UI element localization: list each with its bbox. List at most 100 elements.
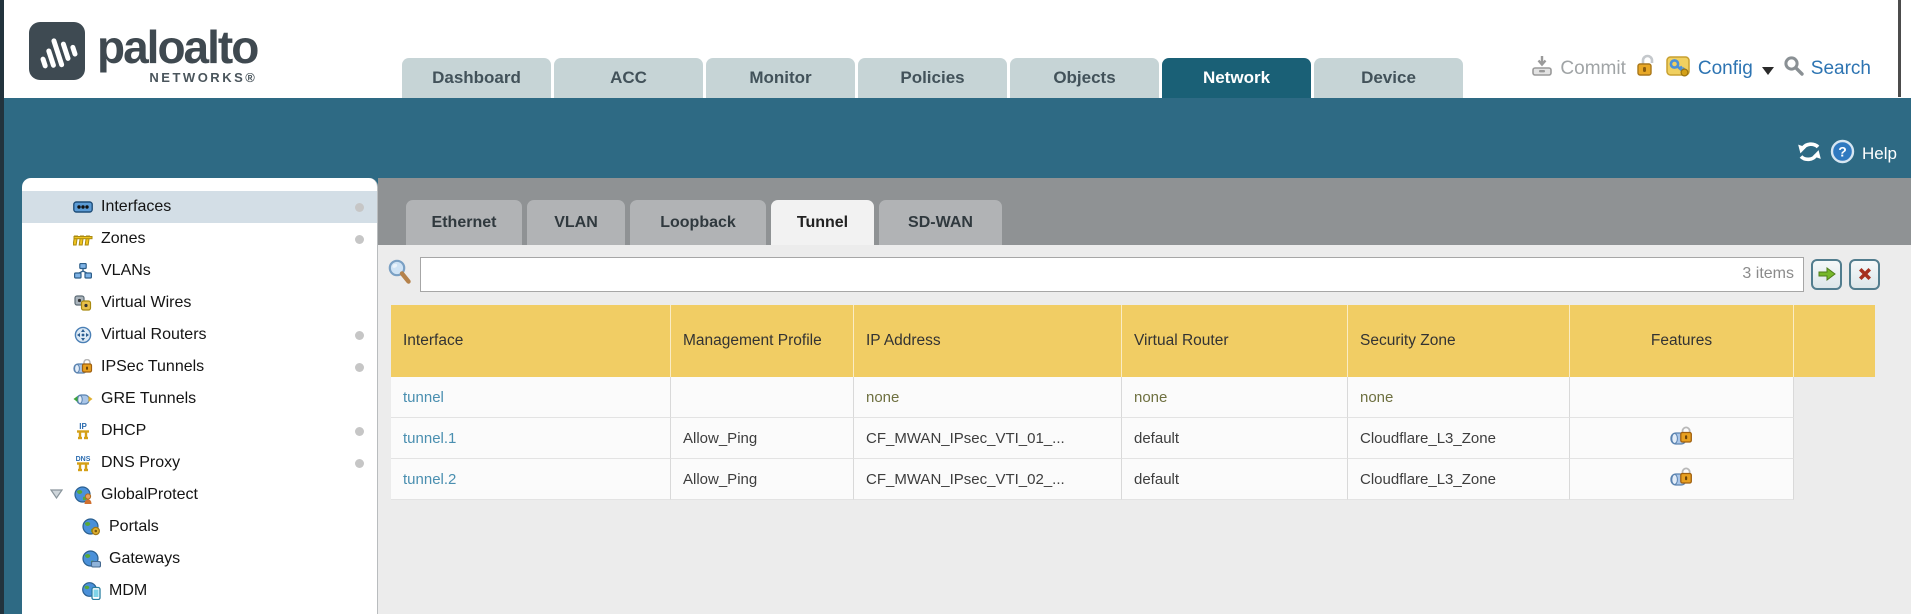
status-dot [355,362,364,372]
config-icon [1666,54,1692,84]
virtual-wires-icon [72,295,94,311]
sidebar-item-zones[interactable]: Zones [22,223,377,255]
subtab-sdwan[interactable]: SD-WAN [879,200,1002,245]
window-right-edge [1898,0,1901,97]
col-header-security-zone[interactable]: Security Zone [1348,305,1570,377]
col-header-features[interactable]: Features [1570,305,1794,377]
table-row-cell [1570,459,1794,500]
sidebar-item-label: IPSec Tunnels [101,358,205,375]
items-count: 3 items [1742,265,1794,282]
table-row-cell: tunnel [391,377,671,418]
subtab-loopback[interactable]: Loopback [630,200,766,245]
svg-text:IP: IP [79,422,87,431]
col-header-ip-address[interactable]: IP Address [854,305,1122,377]
commit-button[interactable]: Commit [1530,55,1626,83]
status-dot [355,202,364,212]
refresh-icon[interactable] [1796,140,1823,169]
tab-acc[interactable]: ACC [554,58,703,98]
sidebar-item-gateways[interactable]: Gateways [22,543,377,575]
top-header: paloalto NETWORKS® Dashboard ACC Monitor… [0,0,1911,98]
sidebar-item-label: Virtual Routers [101,326,207,343]
sidebar-item-label: Interfaces [101,198,172,215]
subtab-tunnel[interactable]: Tunnel [771,200,874,245]
sidebar-item-mdm[interactable]: MDM [22,575,377,607]
table-row-cell: CF_MWAN_IPsec_VTI_01_... [854,418,1122,459]
globalprotect-icon [72,486,94,504]
sidebar-item-label: Zones [101,230,146,247]
table-row-cell: Allow_Ping [671,459,854,500]
interfaces-icon [72,200,94,214]
sidebar-item-dhcp[interactable]: IP DHCP [22,415,377,447]
dns-proxy-icon: DNS [72,454,94,472]
filter-magnifier-icon[interactable] [386,258,413,291]
sidebar-item-globalprotect[interactable]: GlobalProtect [22,479,377,511]
svg-text:DNS: DNS [76,456,91,463]
sidebar-item-label: GRE Tunnels [101,390,197,407]
interface-link[interactable]: tunnel [403,388,444,406]
paloalto-logo-icon [29,22,85,80]
gre-tunnels-icon [72,391,94,407]
interface-link[interactable]: tunnel.2 [403,470,457,488]
sidebar-item-portals[interactable]: Portals [22,511,377,543]
search-icon [1783,55,1805,83]
sidebar-item-label: DHCP [101,422,147,439]
zones-icon [72,232,94,247]
table-row-cell: none [1122,377,1348,418]
network-sidebar: Interfaces Zones [22,178,378,614]
table-row-cell: Cloudflare_L3_Zone [1348,418,1570,459]
col-header-virtual-router[interactable]: Virtual Router [1122,305,1348,377]
search-label: Search [1810,58,1871,79]
svg-text:?: ? [1838,144,1847,160]
filter-bar: 3 items [378,245,1911,303]
sidebar-item-virtual-routers[interactable]: Virtual Routers [22,319,377,351]
status-dot [355,426,364,436]
table-row-cell [671,377,854,418]
col-header-interface[interactable]: Interface [391,305,671,377]
help-label[interactable]: Help [1862,144,1897,163]
table-row-cell [1570,377,1794,418]
clear-filter-button[interactable] [1849,258,1880,290]
sidebar-item-dns-proxy[interactable]: DNS DNS Proxy [22,447,377,479]
tab-monitor[interactable]: Monitor [706,58,855,98]
interface-link[interactable]: tunnel.1 [403,429,457,447]
sidebar-item-label: GlobalProtect [101,486,198,503]
subtab-strip: Ethernet VLAN Loopback Tunnel SD-WAN [378,178,1911,245]
chevron-down-icon [1761,66,1774,75]
sidebar-item-interfaces[interactable]: Interfaces [22,191,377,223]
tunnel-lock-icon[interactable] [1669,467,1694,491]
tab-network[interactable]: Network [1162,58,1311,98]
sidebar-item-gre-tunnels[interactable]: GRE Tunnels [22,383,377,415]
sidebar-item-ipsec-tunnels[interactable]: IPSec Tunnels [22,351,377,383]
col-header-gutter [1794,305,1875,377]
tunnel-lock-icon[interactable] [1669,426,1694,450]
config-menu[interactable]: Config [1666,54,1774,84]
filter-input[interactable] [420,256,1804,292]
search-menu[interactable]: Search [1783,55,1871,83]
table-row-cell: tunnel.2 [391,459,671,500]
teal-band: ? Help [0,98,1911,178]
lock-icon[interactable] [1635,54,1657,84]
sidebar-item-label: VLANs [101,262,151,279]
tab-policies[interactable]: Policies [858,58,1007,98]
subtab-ethernet[interactable]: Ethernet [406,200,522,245]
table-row-cell [1570,418,1794,459]
expand-triangle-icon[interactable] [49,486,64,504]
mdm-icon [80,582,102,600]
sidebar-item-label: Portals [109,518,159,535]
tab-device[interactable]: Device [1314,58,1463,98]
brand-sub: NETWORKS® [149,70,258,85]
subtab-vlan[interactable]: VLAN [527,200,625,245]
table-row-cell: none [854,377,1122,418]
tab-dashboard[interactable]: Dashboard [402,58,551,98]
commit-icon [1530,55,1554,83]
sidebar-item-virtual-wires[interactable]: Virtual Wires [22,287,377,319]
sidebar-item-vlans[interactable]: VLANs [22,255,377,287]
table-row-cell: Allow_Ping [671,418,854,459]
col-header-management-profile[interactable]: Management Profile [671,305,854,377]
ipsec-tunnels-icon [72,359,94,375]
help-icon[interactable]: ? [1830,139,1855,169]
tab-objects[interactable]: Objects [1010,58,1159,98]
apply-filter-button[interactable] [1811,258,1842,290]
table-row-cell: default [1122,418,1348,459]
brand-wordmark: paloalto [97,21,259,73]
